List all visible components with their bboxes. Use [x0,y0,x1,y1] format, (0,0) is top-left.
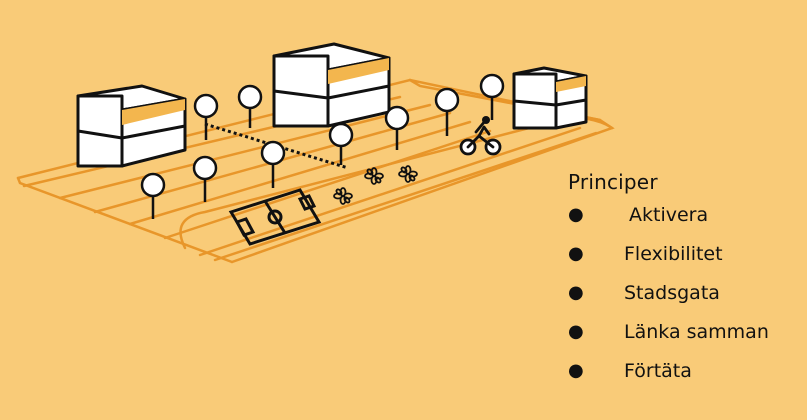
trees [140,73,505,219]
principle-label: Flexibilitet [624,243,723,265]
building-left [76,84,187,168]
principles-title: Principer [568,170,658,194]
tree-icon [434,87,460,136]
principle-item-lanka-samman: ● Länka samman [568,321,807,360]
bullet-icon: ● [568,282,584,303]
flower-icon [333,187,353,205]
tree-icon [260,140,286,188]
tree-icon [237,84,263,128]
tree-icon [193,93,219,140]
bullet-icon: ● [568,204,584,225]
tree-icon [328,122,354,165]
tree-icon [479,73,505,120]
principle-label: Aktivera [629,204,709,226]
principle-item-flexibilitet: ● Flexibilitet [568,243,807,282]
principle-item-aktivera: ● Aktivera [568,204,807,243]
flowers [333,165,418,205]
building-right [512,66,588,130]
principle-item-stadsgata: ● Stadsgata [568,282,807,321]
tree-icon [384,105,410,150]
principle-label: Förtäta [624,360,692,382]
flower-icon [398,165,418,183]
bullet-icon: ● [568,321,584,342]
football-field-icon [228,188,322,246]
building-middle [272,42,391,128]
tree-icon [192,155,218,202]
flower-icon [364,167,384,185]
bullet-icon: ● [568,360,584,381]
tree-icon [140,172,166,219]
cyclist-icon [459,116,502,156]
principle-item-fortata: ● Förtäta [568,360,807,399]
principle-label: Stadsgata [624,282,720,304]
principles-panel: Principer ● Aktivera ● Flexibilitet ● St… [568,170,807,399]
principle-label: Länka samman [624,321,769,343]
bullet-icon: ● [568,243,584,264]
